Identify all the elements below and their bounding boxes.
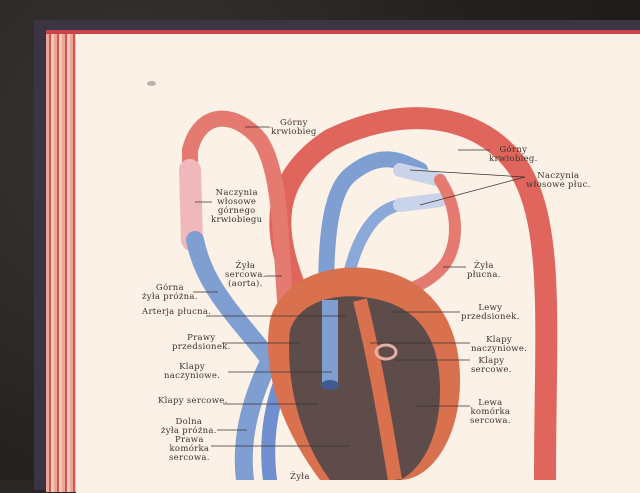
label-line: górnego — [217, 206, 256, 216]
label-line: Prawa — [175, 435, 204, 445]
label-line: Lewa — [478, 398, 503, 408]
label-line: Górna — [155, 283, 184, 293]
label-line: włosowe — [217, 197, 257, 207]
cover-top-edge — [46, 30, 640, 34]
label-line: sercowe. — [471, 365, 512, 375]
label-line: sercowa. — [225, 270, 266, 280]
heart-septum — [353, 298, 402, 480]
label-klapy-sercowe-left: Klapy sercowe. — [158, 396, 228, 406]
label-line: przedsionek. — [461, 312, 520, 322]
label-line: Klapy — [478, 356, 505, 366]
label-line: komórka — [470, 407, 511, 417]
leader-lines — [193, 126, 526, 447]
label-line: naczyniowe. — [164, 371, 221, 381]
label-arterja-plucna: Arterja płucna. — [142, 307, 212, 317]
label-zyla-bottom: Żyła — [290, 472, 310, 482]
pulmonary-valve — [321, 380, 339, 390]
label-line: sercowa. — [470, 416, 511, 426]
heart-illustration — [179, 107, 558, 480]
label-line: Klapy — [486, 335, 513, 345]
label-line: komórka — [169, 444, 210, 454]
label-line: przedsionek. — [172, 342, 231, 352]
label-line: Górny — [279, 118, 308, 128]
aortic-valve — [374, 343, 398, 361]
upper-capillaries — [179, 159, 203, 251]
label-line: (aorta). — [228, 279, 263, 289]
label-line: Naczynia — [537, 171, 580, 181]
label-line: Dolna — [175, 417, 203, 427]
label-line: krwiobiegu — [211, 215, 263, 225]
label-line: żyła próżna. — [142, 292, 198, 302]
page-edges — [46, 32, 78, 492]
label-line: naczyniowe. — [471, 344, 528, 354]
lung-capillaries — [393, 163, 447, 212]
label-line: Naczynia — [215, 188, 258, 198]
label-line: Górny — [499, 145, 528, 155]
label-line: Klapy — [179, 362, 206, 372]
label-line: włosowe płuc. — [526, 180, 591, 190]
label-line: żyła próżna. — [161, 426, 217, 436]
label-line: krwiobieg — [271, 127, 317, 137]
label-line: Żyła — [235, 261, 256, 271]
label-line: sercowa. — [169, 453, 210, 463]
label-line: Prawy — [187, 333, 216, 343]
label-line: Żyła — [474, 261, 494, 271]
upper-circulation-artery — [182, 110, 293, 308]
label-line: płucna. — [467, 270, 501, 280]
page-spot — [147, 81, 156, 86]
label-line: krwiobieg. — [489, 154, 538, 164]
label-line: Lewy — [478, 303, 503, 313]
